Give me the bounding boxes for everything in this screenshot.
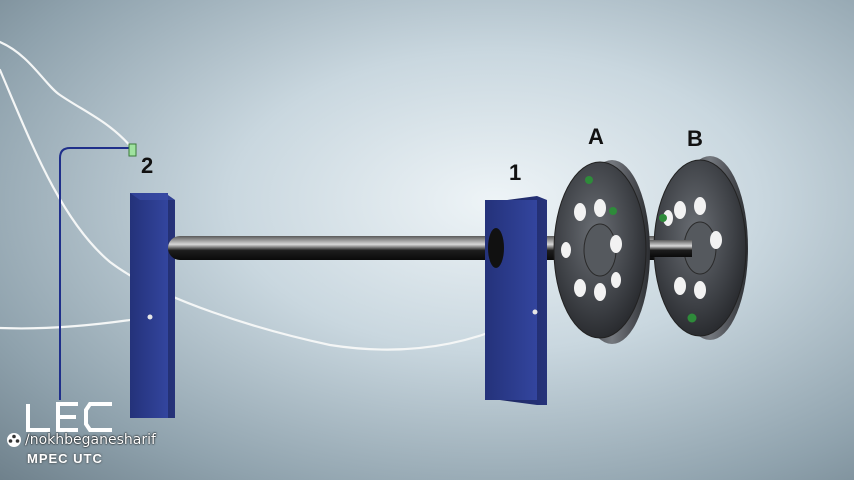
mpec-logo-icon [26,402,112,432]
shaft-between-disks [640,240,692,257]
sensor-head [128,143,137,157]
cable-upper [0,40,134,150]
sensor-marker-a-1 [585,176,593,184]
sensor-marker-b-1 [659,214,667,222]
support-2-label: 2 [141,153,154,178]
sensor-cables [0,40,537,351]
disk-b [653,156,748,340]
watermark-handle: /nokhbeganesharif [25,432,156,448]
watermark: /nokhbeganesharif [6,432,156,448]
support-1-label: 1 [509,160,522,185]
signal-wire [59,147,130,400]
cable-to-support-2 [0,315,152,330]
support-1-mount-point [532,309,538,315]
disk-b-label: B [687,126,703,151]
sensor-marker-a-2 [609,207,617,215]
brand-name: MPEC UTC [27,451,103,466]
support-block-1 [485,196,547,405]
disk-a [553,160,650,344]
film-reel-icon [7,433,21,447]
support-block-2 [130,193,175,418]
cable-long [0,68,537,351]
disk-a-label: A [588,124,604,149]
sensor-marker-b-2 [687,313,697,323]
support-2-mount-point [147,314,153,320]
